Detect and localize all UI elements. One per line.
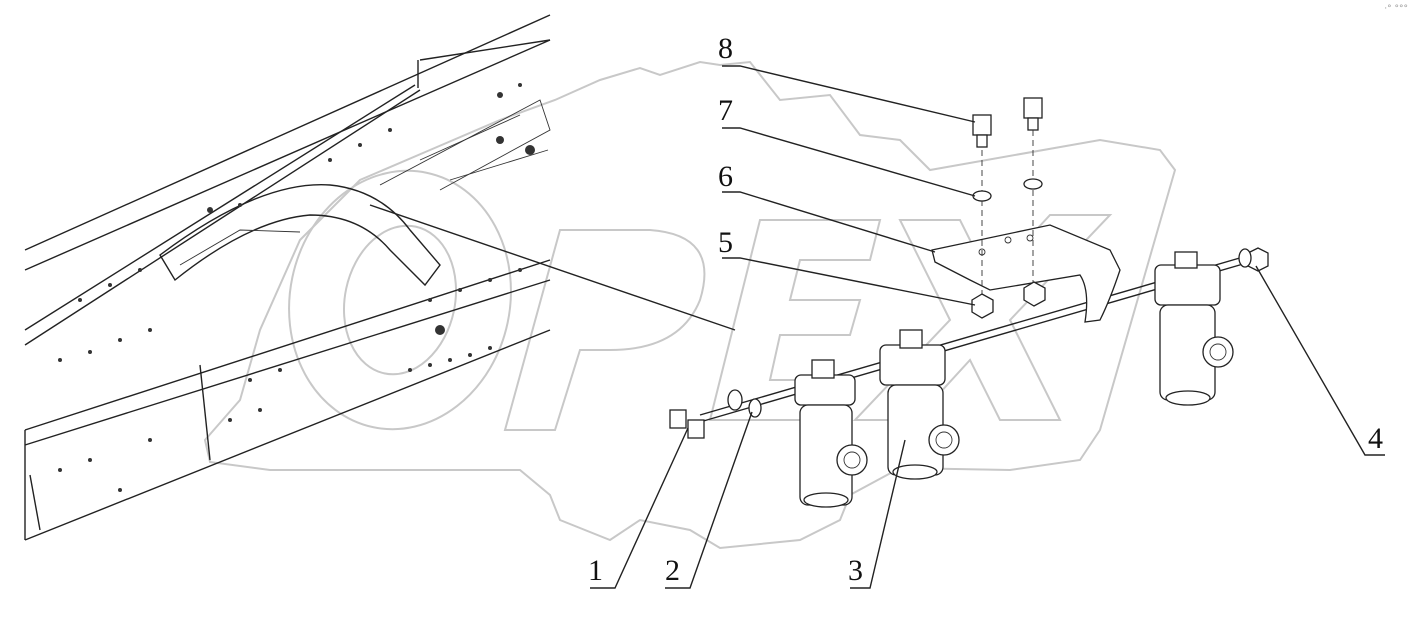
frame-leader-line: [369, 204, 736, 331]
callout-label-4: 4: [1368, 422, 1383, 455]
corner-mark: ·° °°°: [1384, 4, 1408, 14]
bolts-top: [972, 97, 1043, 300]
hex-nut: [971, 293, 994, 319]
valve-left: [794, 359, 868, 508]
callout-leaders: [590, 65, 1385, 589]
callout-label-7: 7: [718, 94, 733, 127]
callout-label-1: 1: [588, 554, 603, 587]
valve-middle: [879, 329, 960, 480]
callout-label-3: 3: [848, 554, 863, 587]
watermark-gear: [203, 60, 1177, 550]
valve-right: [1154, 251, 1234, 406]
callout-label-5: 5: [718, 226, 733, 259]
callout-label-2: 2: [665, 554, 680, 587]
lock-washer: [972, 190, 992, 202]
callout-label-6: 6: [718, 160, 733, 193]
mounting-bracket: [931, 224, 1121, 323]
chassis-frame: [24, 14, 551, 541]
callout-label-8: 8: [718, 32, 733, 65]
